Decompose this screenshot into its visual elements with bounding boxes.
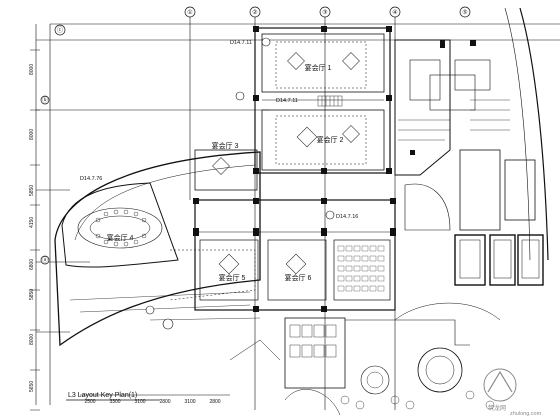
section-markers	[145, 37, 335, 330]
dimension-left-5: 6800	[29, 259, 35, 270]
room-label-4: 宴会厅 4	[107, 233, 134, 242]
detail-tag-a: D14.7.11	[230, 40, 252, 46]
grid-label-3: ③	[322, 9, 327, 16]
dimension-left-8: 5650	[29, 381, 35, 392]
drawing-title: L3 Layout Key Plan(1)	[68, 392, 137, 399]
dimension-bottom-3: 3100	[134, 399, 145, 405]
dimension-left-3: 5850	[29, 185, 35, 196]
upper-ballroom-block	[253, 26, 392, 174]
dimension-left-2: 8000	[29, 129, 35, 140]
dimension-bottom-1: 2500	[84, 399, 95, 405]
grid-label-2: ②	[252, 9, 257, 16]
grid-label-1: ①	[187, 9, 192, 16]
room-label-2: 宴会厅 2	[317, 135, 344, 144]
grid-label-c: ⓒ	[57, 26, 63, 34]
grid-label-b: ⓑ	[42, 96, 48, 104]
middle-ballrooms	[193, 198, 396, 312]
dimension-left-4: 4150	[29, 217, 35, 228]
grid-label-a: ⓐ	[42, 256, 48, 264]
lower-area	[229, 302, 501, 416]
dimension-bottom-2: 3300	[109, 399, 120, 405]
detail-tag-b: D14.7.16	[336, 214, 358, 220]
watermark-site-cn: 筑龙网	[488, 404, 506, 412]
room-label-3: 宴会厅 3	[212, 141, 239, 150]
column-grid-bubbles	[40, 6, 471, 265]
dimension-left-7: 8000	[29, 334, 35, 345]
dimension-left-1: 8000	[29, 64, 35, 75]
room-label-6: 宴会厅 6	[285, 273, 312, 282]
watermark-site: zhulong.com	[510, 411, 542, 417]
wing-ballroom	[54, 149, 261, 347]
dimension-ticks	[30, 49, 40, 411]
dimension-bottom-5: 3100	[184, 399, 195, 405]
service-core	[394, 7, 549, 286]
dimension-bottom-6: 2800	[209, 399, 220, 405]
watermark-logo	[483, 368, 517, 402]
room-label-1: 宴会厅 1	[305, 63, 332, 72]
room-label-5: 宴会厅 5	[219, 273, 246, 282]
grid-label-5: ⑤	[462, 9, 467, 16]
detail-tag-d: D14.7.11	[276, 98, 298, 104]
dimension-bottom-4: 2800	[159, 399, 170, 405]
grid-label-4: ④	[392, 9, 397, 16]
dimension-left-6: 5850	[29, 289, 35, 300]
detail-tag-c: D14.7.76	[80, 176, 102, 182]
